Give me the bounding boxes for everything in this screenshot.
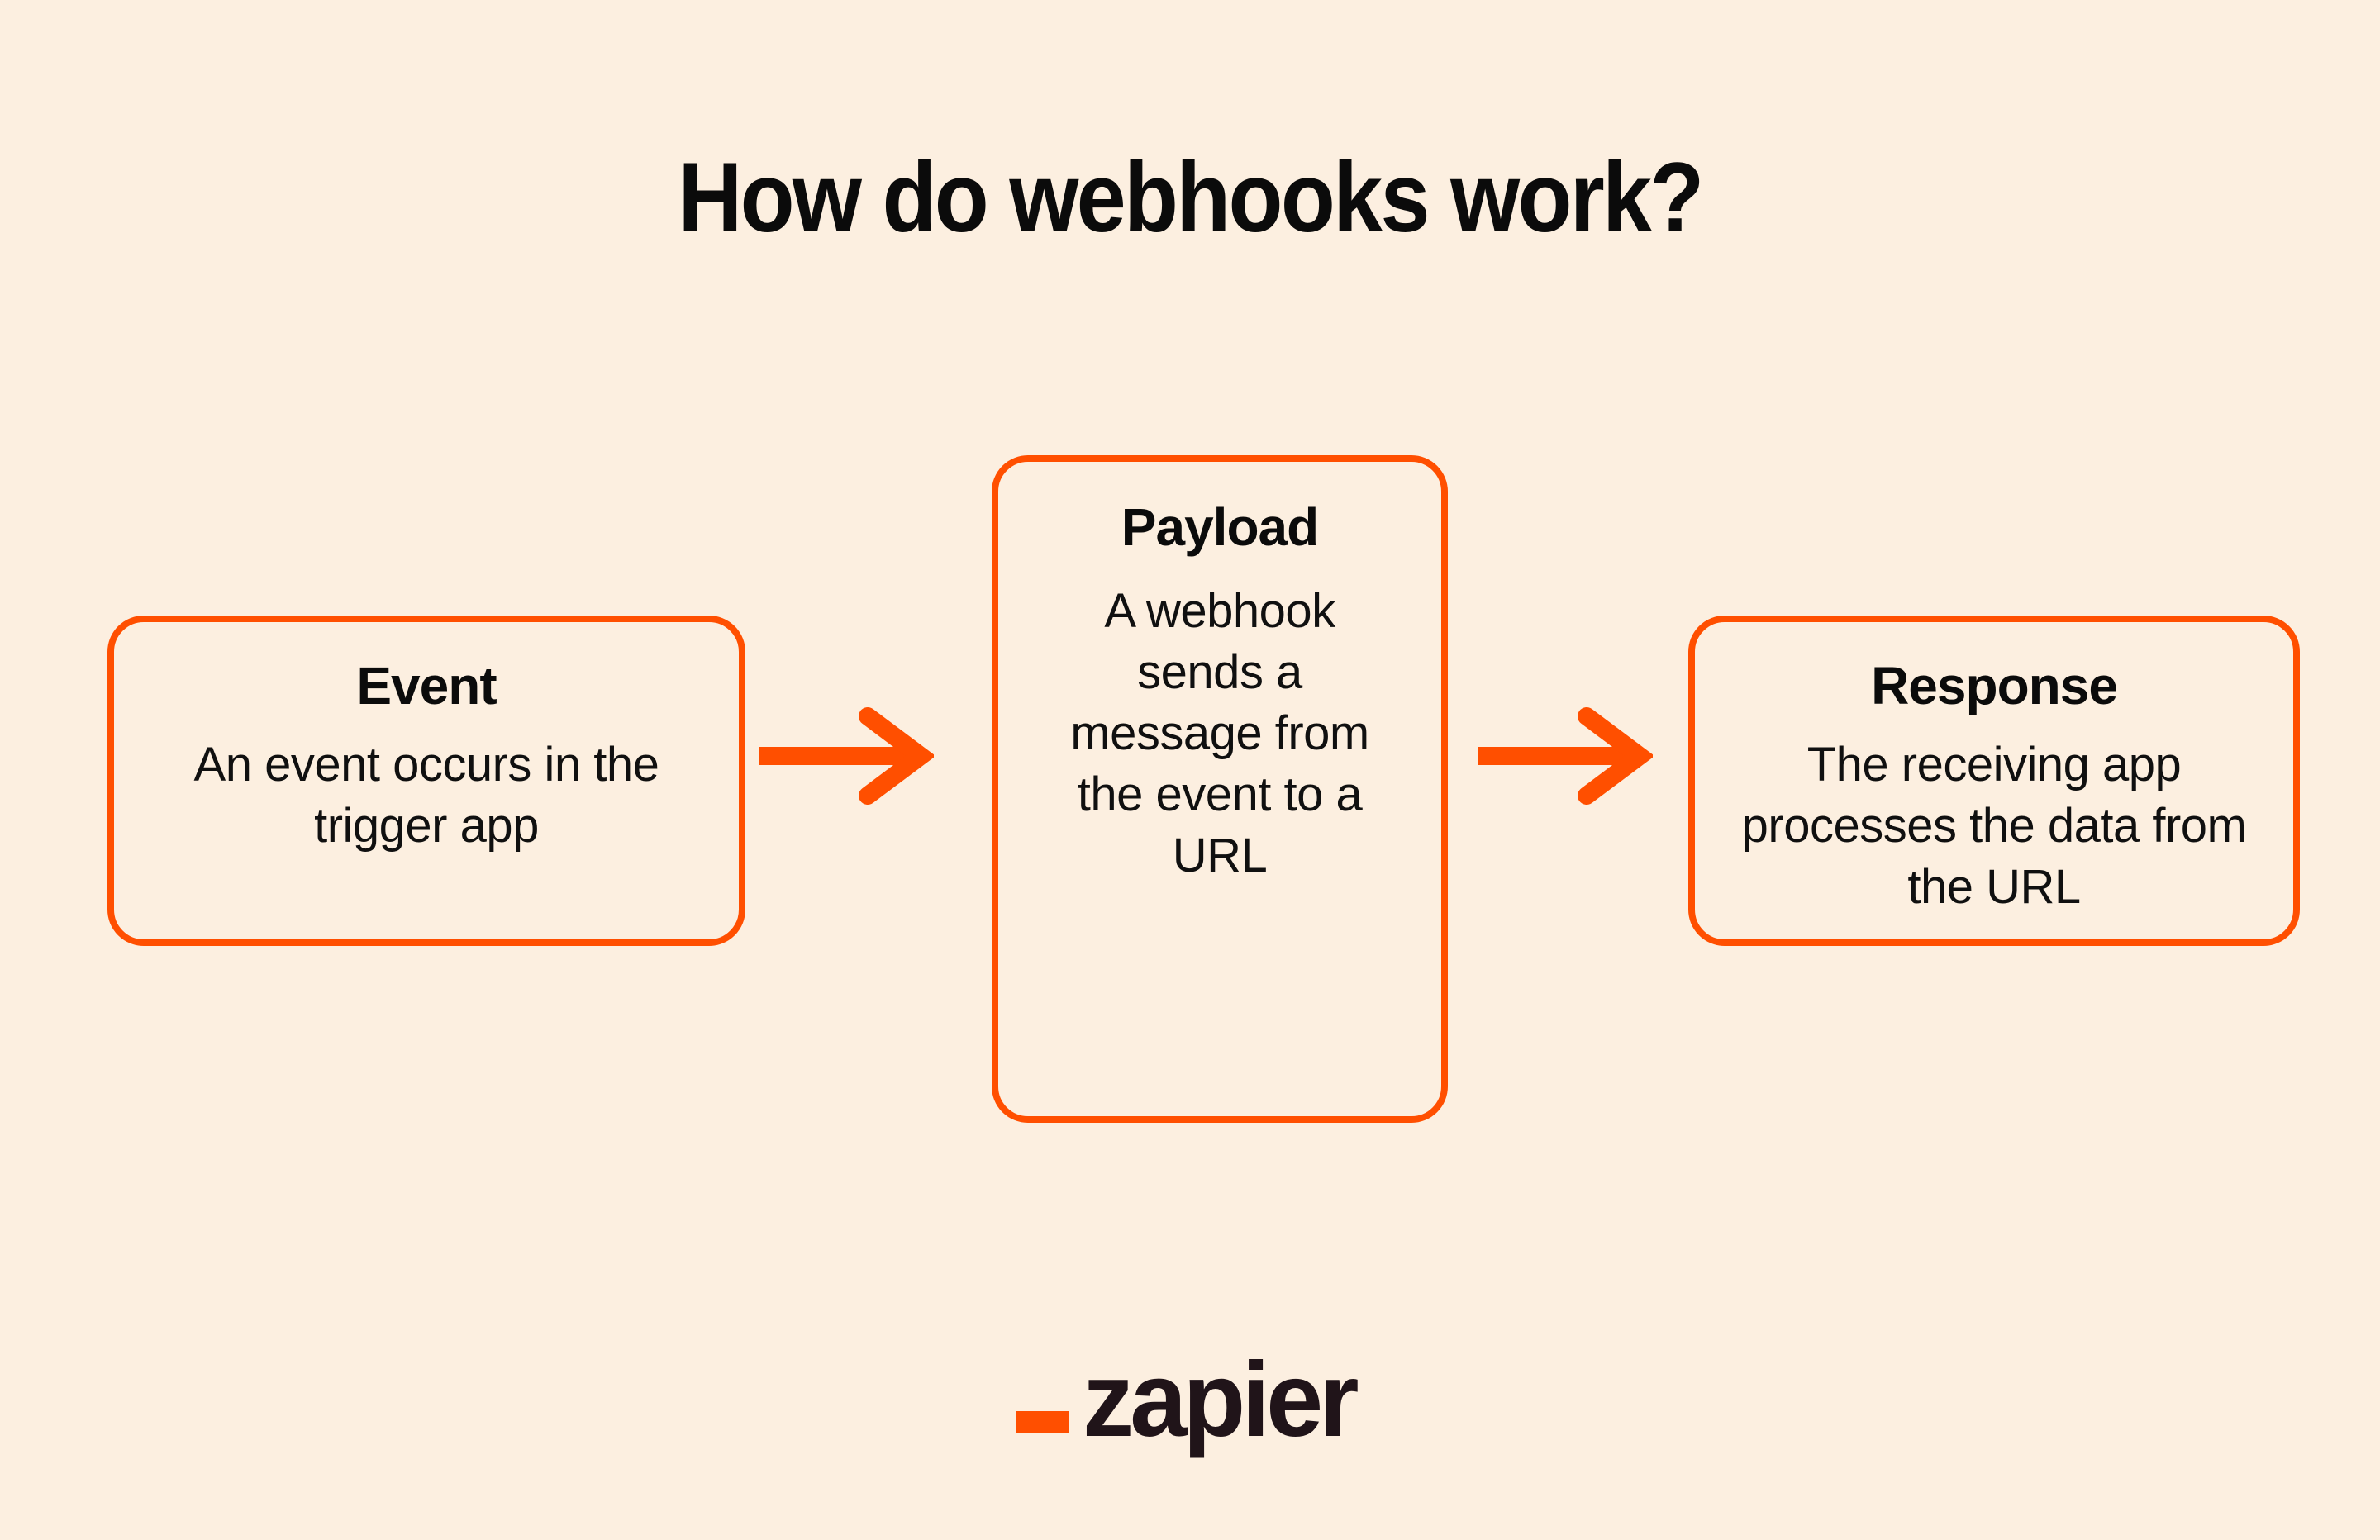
zapier-logo: zapier (0, 1341, 2380, 1459)
zapier-dash-icon (1016, 1410, 1070, 1433)
flow-step-event-title: Event (356, 656, 497, 715)
flow-step-event: Event An event occurs in the trigger app (107, 616, 745, 946)
flow-arrow-right-icon (752, 706, 936, 806)
flow-step-event-body: An event occurs in the trigger app (193, 738, 659, 853)
flow-step-payload: Payload A webhook sends a message from t… (992, 455, 1448, 1123)
zapier-wordmark-text: zapier (1083, 1341, 1359, 1459)
flow-arrow-right-icon (1471, 706, 1655, 806)
flow-step-payload-title: Payload (1121, 497, 1319, 557)
flow-step-payload-body: A webhook sends a message from the event… (1070, 584, 1369, 883)
flow-step-response: Response The receiving app processes the… (1688, 616, 2300, 946)
page-title: How do webhooks work? (678, 142, 1704, 254)
flow-step-response-title: Response (1871, 656, 2118, 715)
flow-step-response-body: The receiving app processes the data fro… (1741, 738, 2247, 915)
